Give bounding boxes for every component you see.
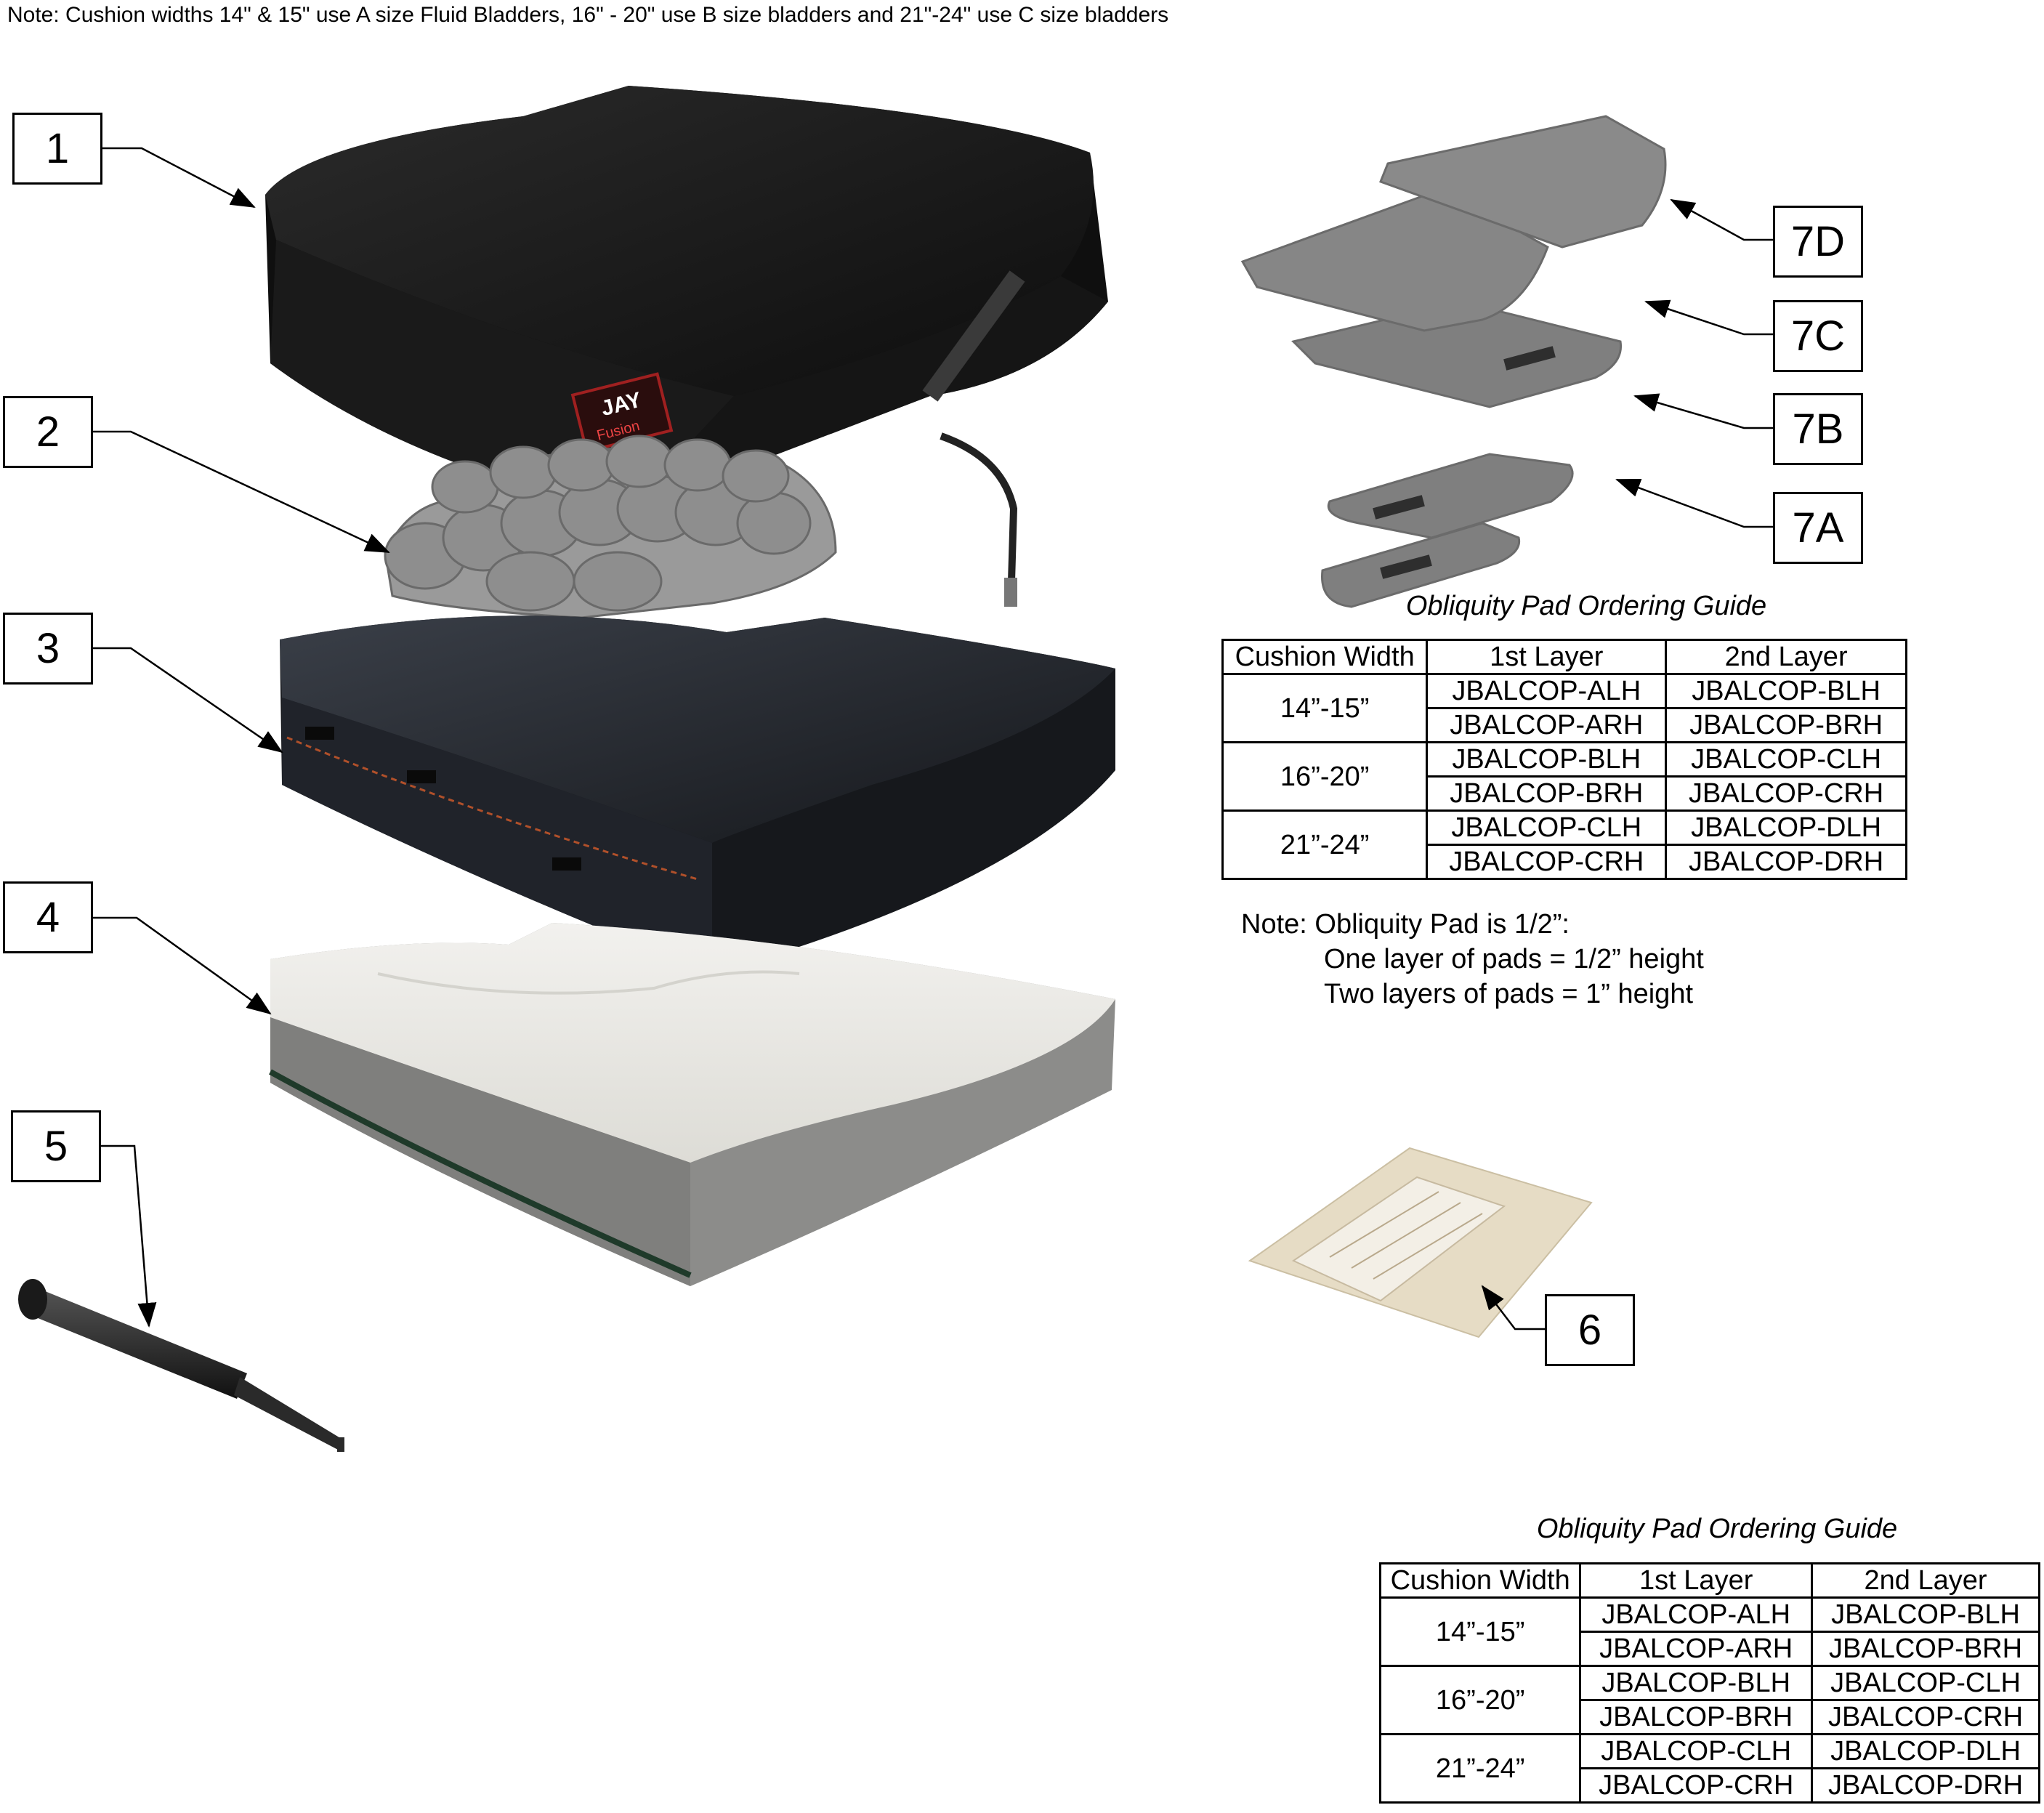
callout-7a: 7A	[1773, 492, 1863, 564]
part-cell: JBALCOP-CLH	[1579, 1733, 1814, 1769]
part-cell: JBALCOP-BRH	[1665, 707, 1907, 743]
callout-2: 2	[3, 396, 93, 468]
width-cell: 14”-15”	[1221, 673, 1429, 743]
callout-6: 6	[1545, 1294, 1635, 1366]
width-cell: 21”-24”	[1378, 1733, 1582, 1804]
table-row: 16”-20” JBALCOP-BLH JBALCOP-CLH	[1221, 741, 1907, 812]
table-header-row: Cushion Width 1st Layer 2nd Layer	[1221, 639, 1907, 675]
part-cell: JBALCOP-ALH	[1426, 673, 1668, 709]
part-cell: JBALCOP-DLH	[1811, 1733, 2040, 1769]
header-cushion-width: Cushion Width	[1221, 639, 1429, 675]
inner-cover-part	[280, 615, 1115, 974]
header-2nd-layer: 2nd Layer	[1665, 639, 1907, 675]
part-cell: JBALCOP-ARH	[1579, 1631, 1814, 1667]
part-cell: JBALCOP-DRH	[1665, 844, 1907, 880]
part-cell: JBALCOP-ALH	[1579, 1596, 1814, 1633]
header-2nd-layer: 2nd Layer	[1811, 1562, 2040, 1599]
table-header-row: Cushion Width 1st Layer 2nd Layer	[1378, 1562, 2040, 1599]
hand-pump-part	[18, 1279, 344, 1452]
obliquity-pads-part	[1240, 115, 1667, 608]
table-row: JBALCOP-CRH JBALCOP-DRH	[1223, 844, 1907, 880]
table-row: JBALCOP-BRH JBALCOP-CRH	[1381, 1699, 2040, 1735]
leader-arrows	[93, 147, 1773, 1331]
callout-5: 5	[11, 1110, 101, 1182]
table-row: JBALCOP-ARH JBALCOP-BRH	[1223, 707, 1907, 743]
outer-cover-part: JAY Fusion	[265, 86, 1108, 607]
part-cell: JBALCOP-BLH	[1426, 741, 1668, 778]
pad-note-line2: One layer of pads = 1/2” height	[1324, 944, 1704, 974]
table-row: JBALCOP-BRH JBALCOP-CRH	[1223, 775, 1907, 812]
table-row: 14”-15” JBALCOP-ALH JBALCOP-BLH	[1378, 1596, 2040, 1667]
part-cell: JBALCOP-CLH	[1665, 741, 1907, 778]
part-cell: JBALCOP-ARH	[1426, 707, 1668, 743]
callout-3: 3	[3, 613, 93, 685]
part-cell: JBALCOP-BLH	[1811, 1596, 2040, 1633]
part-cell: JBALCOP-BRH	[1426, 775, 1668, 812]
callout-4: 4	[3, 881, 93, 953]
top-note: Note: Cushion widths 14" & 15" use A siz…	[7, 3, 1169, 27]
table-row: 21”-24” JBALCOP-CLH JBALCOP-DLH	[1221, 809, 1907, 880]
guide-title-2: Obliquity Pad Ordering Guide	[1536, 1514, 1898, 1544]
width-cell: 14”-15”	[1378, 1596, 1582, 1667]
table-row: JBALCOP-ARH JBALCOP-BRH	[1381, 1631, 2040, 1667]
width-cell: 16”-20”	[1378, 1665, 1582, 1735]
part-cell: JBALCOP-CRH	[1426, 844, 1668, 880]
part-cell: JBALCOP-BRH	[1811, 1631, 2040, 1667]
ordering-guide-table-1: Cushion Width 1st Layer 2nd Layer 14”-15…	[1221, 639, 1907, 880]
table-row: 14”-15” JBALCOP-ALH JBALCOP-BLH	[1221, 673, 1907, 743]
callout-1: 1	[12, 113, 102, 185]
ordering-guide-table-2: Cushion Width 1st Layer 2nd Layer 14”-15…	[1378, 1562, 2040, 1804]
table-row: 16”-20” JBALCOP-BLH JBALCOP-CLH	[1378, 1665, 2040, 1735]
header-1st-layer: 1st Layer	[1579, 1562, 1814, 1599]
guide-title-1: Obliquity Pad Ordering Guide	[1405, 591, 1767, 621]
pad-note-line3: Two layers of pads = 1” height	[1324, 979, 1694, 1009]
part-cell: JBALCOP-CRH	[1579, 1767, 1814, 1804]
part-cell: JBALCOP-DRH	[1811, 1767, 2040, 1804]
part-cell: JBALCOP-CLH	[1426, 809, 1668, 846]
pad-note-line1: Note: Obliquity Pad is 1/2”:	[1241, 909, 1570, 940]
header-cushion-width: Cushion Width	[1378, 1562, 1582, 1599]
part-cell: JBALCOP-CLH	[1811, 1665, 2040, 1701]
part-cell: JBALCOP-CRH	[1665, 775, 1907, 812]
part-cell: JBALCOP-CRH	[1811, 1699, 2040, 1735]
callout-7c: 7C	[1773, 300, 1863, 372]
foam-base-part	[269, 923, 1115, 1286]
part-cell: JBALCOP-BLH	[1665, 673, 1907, 709]
obliquity-pad-note: Note: Obliquity Pad is 1/2”: One layer o…	[1241, 907, 1704, 1012]
part-cell: JBALCOP-DLH	[1665, 809, 1907, 846]
fluid-bladder-part	[384, 435, 837, 619]
callout-7b: 7B	[1773, 393, 1863, 465]
part-cell: JBALCOP-BRH	[1579, 1699, 1814, 1735]
table-row: JBALCOP-CRH JBALCOP-DRH	[1381, 1767, 2040, 1804]
callout-7d: 7D	[1773, 206, 1863, 278]
part-cell: JBALCOP-BLH	[1579, 1665, 1814, 1701]
width-cell: 21”-24”	[1221, 809, 1429, 880]
header-1st-layer: 1st Layer	[1426, 639, 1668, 675]
table-row: 21”-24” JBALCOP-CLH JBALCOP-DLH	[1378, 1733, 2040, 1804]
width-cell: 16”-20”	[1221, 741, 1429, 812]
instruction-packet-part	[1248, 1147, 1593, 1338]
